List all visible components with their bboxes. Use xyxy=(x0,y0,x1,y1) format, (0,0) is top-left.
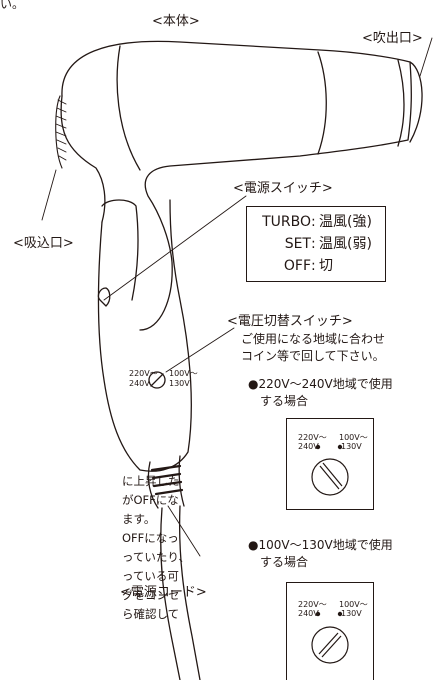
dryer-nozzle-inner xyxy=(397,59,405,147)
dial-220-graphic xyxy=(311,444,349,496)
body-dial-left-bottom: 240V xyxy=(129,379,150,388)
leader-voltage-switch xyxy=(165,327,235,373)
left-text-line-2: がOFFにな xyxy=(122,493,179,507)
mode-key: TURBO xyxy=(262,214,311,230)
body-dial-right-bottom: 130V xyxy=(169,379,190,388)
case-220-line-1: ●220V〜240V地域で使用 xyxy=(248,377,393,391)
left-text-line-6: っている可 xyxy=(122,569,179,583)
leader-cord xyxy=(167,505,201,557)
case-100-line-1: ●100V〜130V地域で使用 xyxy=(248,538,393,552)
leader-power-switch xyxy=(103,195,247,301)
leader-inlet xyxy=(41,169,57,221)
dial-low-bottom: 130V xyxy=(341,609,362,618)
left-text-line-5: っていたり、 xyxy=(122,550,190,564)
mode-separator: : xyxy=(311,258,316,274)
left-text-line-7: グをコンセ xyxy=(122,588,180,602)
dial-low-top: 100V〜 xyxy=(339,600,368,609)
left-text-line-3: ます。 xyxy=(122,512,156,526)
dial-high-top: 220V〜 xyxy=(298,433,327,442)
mode-value: 温風(弱) xyxy=(319,236,372,252)
dial-box-220: 220V〜 240V 100V〜 130V xyxy=(286,418,374,510)
dryer-nozzle xyxy=(409,61,423,143)
handle-outline xyxy=(97,199,192,472)
case-220-line-2: する場合 xyxy=(260,394,309,408)
dial-high-top: 220V〜 xyxy=(298,600,327,609)
body-dial-right-top: 100V〜 xyxy=(169,369,198,378)
dryer-body-band xyxy=(317,51,327,155)
label-cord: <電源コード> xyxy=(120,585,207,600)
dial-high-bottom: 240V xyxy=(298,609,319,618)
switch-mode-table: TURBO : 温風(強) SET : 温風(弱) OFF : 切 xyxy=(246,206,386,282)
body-dial-left-top: 220V〜 xyxy=(129,369,158,378)
label-inlet: <吸込口> xyxy=(13,236,74,251)
dial-low-bottom: 130V xyxy=(341,442,362,451)
body-voltage-dial xyxy=(148,371,166,389)
label-body: <本体> xyxy=(152,14,200,29)
voltage-note-line-1: ご使用になる地域に合わせ xyxy=(241,332,386,346)
leader-outlet xyxy=(419,37,433,77)
mode-value: 温風(強) xyxy=(319,214,372,230)
label-outlet: <吹出口> xyxy=(362,31,423,46)
dial-100-graphic xyxy=(311,611,349,664)
mode-key: OFF xyxy=(283,258,311,274)
dial-high-bottom: 240V xyxy=(298,442,319,451)
case-100-line-2: する場合 xyxy=(260,555,309,569)
dial-box-100: 220V〜 240V 100V〜 130V xyxy=(286,582,374,680)
left-text-line-4: OFFになっ xyxy=(122,531,179,545)
voltage-note-line-2: コイン等で回して下さい。 xyxy=(241,349,385,363)
handle-switch-recess xyxy=(101,199,139,301)
left-text-line-8: ら確認して xyxy=(122,607,180,621)
mode-value: 切 xyxy=(319,258,333,274)
left-text-line-1: に上昇した xyxy=(122,474,180,488)
label-voltage-switch: <電圧切替スイッチ> xyxy=(227,314,353,329)
dial-low-top: 100V〜 xyxy=(339,433,368,442)
label-power-switch: <電源スイッチ> xyxy=(233,181,333,196)
mode-key: SET xyxy=(284,236,311,252)
dryer-body-outline xyxy=(61,40,412,331)
dryer-rear-curve xyxy=(60,95,106,223)
mode-separator: : xyxy=(311,214,316,230)
mode-separator: : xyxy=(311,236,316,252)
power-switch-knob xyxy=(97,287,111,307)
top-fragment-text: い。 xyxy=(0,0,25,11)
dryer-inner-seam xyxy=(116,45,141,171)
